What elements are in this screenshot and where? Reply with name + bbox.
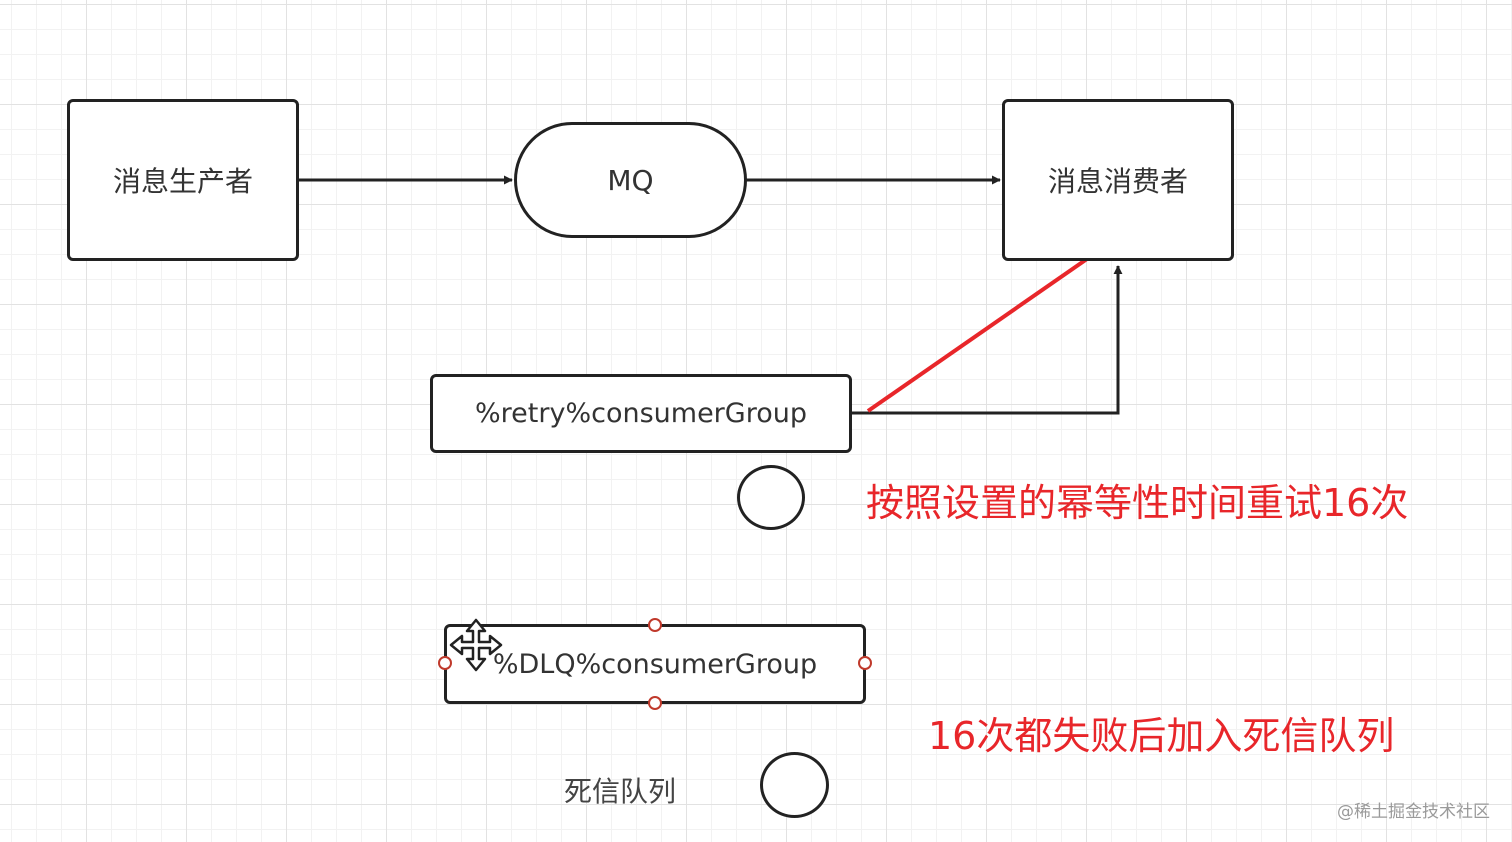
consumer-node[interactable]: 消息消费者 [1002, 99, 1234, 261]
dlq-queue-label: %DLQ%consumerGroup [492, 648, 818, 680]
mq-node[interactable]: MQ [514, 122, 747, 238]
retry-queue-circle[interactable] [737, 465, 805, 530]
retry-queue-label: %retry%consumerGroup [475, 398, 807, 429]
consumer-label: 消息消费者 [1047, 165, 1188, 198]
watermark: @稀土掘金技术社区 [1337, 802, 1490, 822]
dlq-queue-node[interactable]: %DLQ%consumerGroup [444, 624, 866, 704]
dlq-annotation: 16次都失败后加入死信队列 [928, 714, 1395, 758]
resize-handle-right[interactable] [858, 656, 872, 670]
dead-letter-circle[interactable] [760, 752, 829, 818]
move-cursor-icon [449, 618, 503, 672]
dead-letter-label: 死信队列 [564, 775, 677, 808]
arrow-retry-to-consumer[interactable] [852, 265, 1123, 415]
retry-annotation: 按照设置的幂等性时间重试16次 [866, 481, 1409, 525]
red-arrow-retry-to-consumer [866, 250, 1099, 413]
producer-node[interactable]: 消息生产者 [67, 99, 299, 261]
retry-queue-node[interactable]: %retry%consumerGroup [430, 374, 852, 453]
producer-label: 消息生产者 [112, 165, 253, 198]
resize-handle-top[interactable] [648, 618, 662, 632]
mq-label: MQ [607, 163, 654, 197]
resize-handle-bottom[interactable] [648, 696, 662, 710]
resize-handle-left[interactable] [438, 656, 452, 670]
